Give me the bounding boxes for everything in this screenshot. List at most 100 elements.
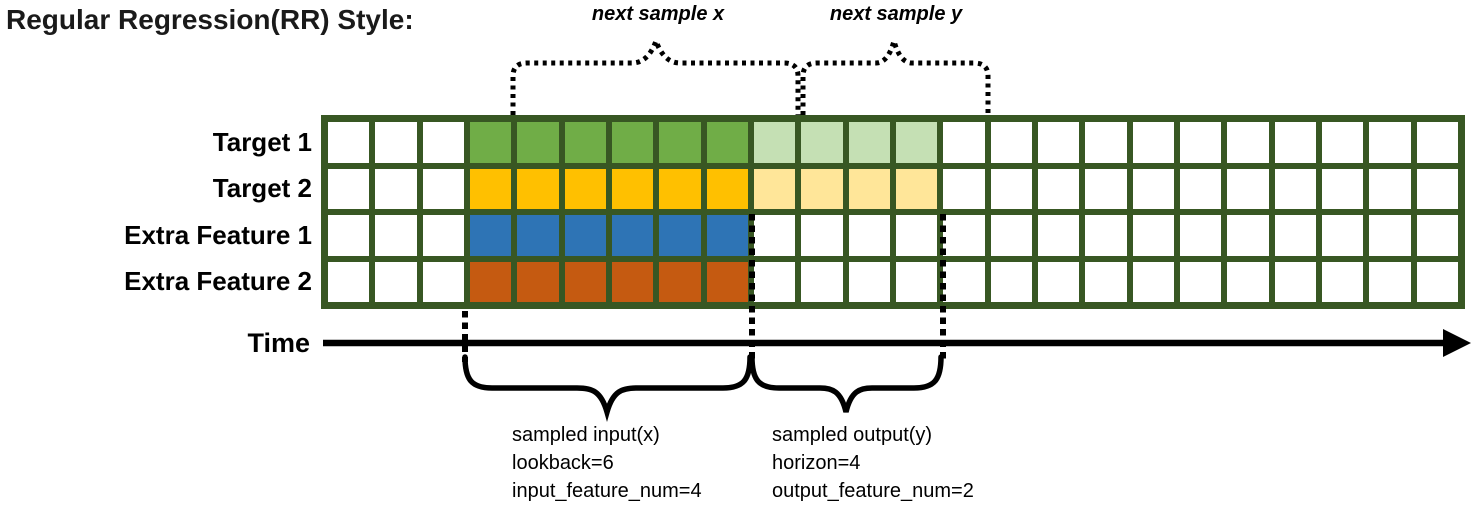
grid-cell	[1132, 261, 1174, 302]
grid-cell	[943, 261, 985, 302]
sampled-input-caption: sampled input(x) lookback=6 input_featur…	[512, 421, 702, 505]
grid-cell	[753, 168, 796, 209]
sampled-output-title: sampled output(y)	[772, 424, 933, 446]
grid-cell	[469, 261, 512, 302]
grid-cell	[801, 168, 843, 209]
grid-cell	[895, 168, 938, 209]
grid-cell	[1321, 261, 1364, 302]
next-sample-x-label: next sample x	[591, 3, 725, 25]
grid-cell	[1037, 261, 1080, 302]
input-feature-num-value: input_feature_num=4	[512, 480, 702, 502]
grid-cell	[801, 261, 843, 302]
grid-cell	[659, 215, 701, 256]
grid-cell	[848, 122, 890, 163]
grid-cell	[1179, 122, 1222, 163]
grid-cell	[943, 168, 985, 209]
grid-cell	[1416, 122, 1458, 163]
grid-cell	[1179, 215, 1222, 256]
grid-cell	[1037, 168, 1080, 209]
grid-cell	[943, 215, 985, 256]
grid-cell	[469, 122, 512, 163]
grid-cell	[659, 168, 701, 209]
grid-cell	[611, 215, 654, 256]
row-label-extra-feature-1: Extra Feature 1	[124, 220, 312, 250]
grid-cell	[1416, 168, 1458, 209]
grid-cell	[1179, 261, 1222, 302]
next-sample-x-brace	[510, 33, 801, 115]
grid-cell	[848, 261, 890, 302]
grid-cell	[848, 168, 890, 209]
grid-cell	[895, 122, 938, 163]
time-axis-label: Time	[247, 328, 310, 358]
grid-cell	[422, 261, 464, 302]
grid-cell	[564, 261, 606, 302]
grid-cell	[1416, 261, 1458, 302]
lookback-value: lookback=6	[512, 452, 614, 474]
grid-cell	[469, 168, 512, 209]
grid-cell	[1321, 122, 1364, 163]
grid-cell	[1227, 122, 1269, 163]
page-title: Regular Regression(RR) Style:	[6, 4, 414, 35]
grid-cell	[375, 215, 417, 256]
grid-cell	[659, 261, 701, 302]
grid-cell	[375, 168, 417, 209]
grid-cell	[895, 261, 938, 302]
grid-cell	[1369, 215, 1411, 256]
grid-cell	[753, 215, 796, 256]
row-label-extra-feature-2: Extra Feature 2	[124, 266, 312, 296]
grid-cell	[990, 168, 1032, 209]
grid-cell	[375, 261, 417, 302]
grid-cell	[753, 122, 796, 163]
grid-cell	[990, 122, 1032, 163]
grid-cell	[1085, 122, 1127, 163]
grid-cell	[517, 261, 559, 302]
horizon-value: horizon=4	[772, 452, 861, 474]
grid-cell	[422, 122, 464, 163]
grid-cell	[1227, 168, 1269, 209]
grid-cell	[1369, 168, 1411, 209]
grid-cell	[753, 261, 796, 302]
grid-cell	[801, 122, 843, 163]
grid-cell	[1227, 261, 1269, 302]
grid-cell	[422, 168, 464, 209]
sampled-input-brace	[462, 354, 753, 422]
grid-cell	[328, 168, 370, 209]
grid-cell	[1132, 122, 1174, 163]
grid-cell	[611, 261, 654, 302]
grid-cell	[659, 122, 701, 163]
row-label-target-2: Target 2	[212, 173, 312, 203]
grid-cell	[1369, 122, 1411, 163]
grid-cell	[564, 122, 606, 163]
grid-cell	[1274, 168, 1316, 209]
grid-cell	[848, 215, 890, 256]
grid-cell	[1416, 215, 1458, 256]
grid-cell	[611, 122, 654, 163]
grid-cell	[990, 261, 1032, 302]
grid-cell	[1274, 122, 1316, 163]
grid-cell	[517, 168, 559, 209]
grid-cell	[1227, 215, 1269, 256]
grid-cell	[895, 215, 938, 256]
grid-cell	[611, 168, 654, 209]
grid-cell	[706, 215, 748, 256]
grid-cell	[1037, 215, 1080, 256]
grid-cell	[1321, 215, 1364, 256]
time-arrow-head	[1443, 329, 1471, 357]
sample-grid	[321, 115, 1465, 309]
grid-cell	[1037, 122, 1080, 163]
output-feature-num-value: output_feature_num=2	[772, 480, 974, 502]
next-sample-y-brace	[800, 31, 991, 115]
sampled-output-brace	[749, 354, 944, 413]
grid-cell	[517, 122, 559, 163]
grid-cell	[1085, 168, 1127, 209]
grid-cell	[564, 168, 606, 209]
row-label-target-1: Target 1	[212, 127, 312, 157]
grid-cell	[1179, 168, 1222, 209]
grid-cell	[1132, 215, 1174, 256]
grid-cell	[1132, 168, 1174, 209]
grid-cell	[706, 122, 748, 163]
grid-cell	[1321, 168, 1364, 209]
grid-cell	[328, 122, 370, 163]
grid-cell	[706, 261, 748, 302]
